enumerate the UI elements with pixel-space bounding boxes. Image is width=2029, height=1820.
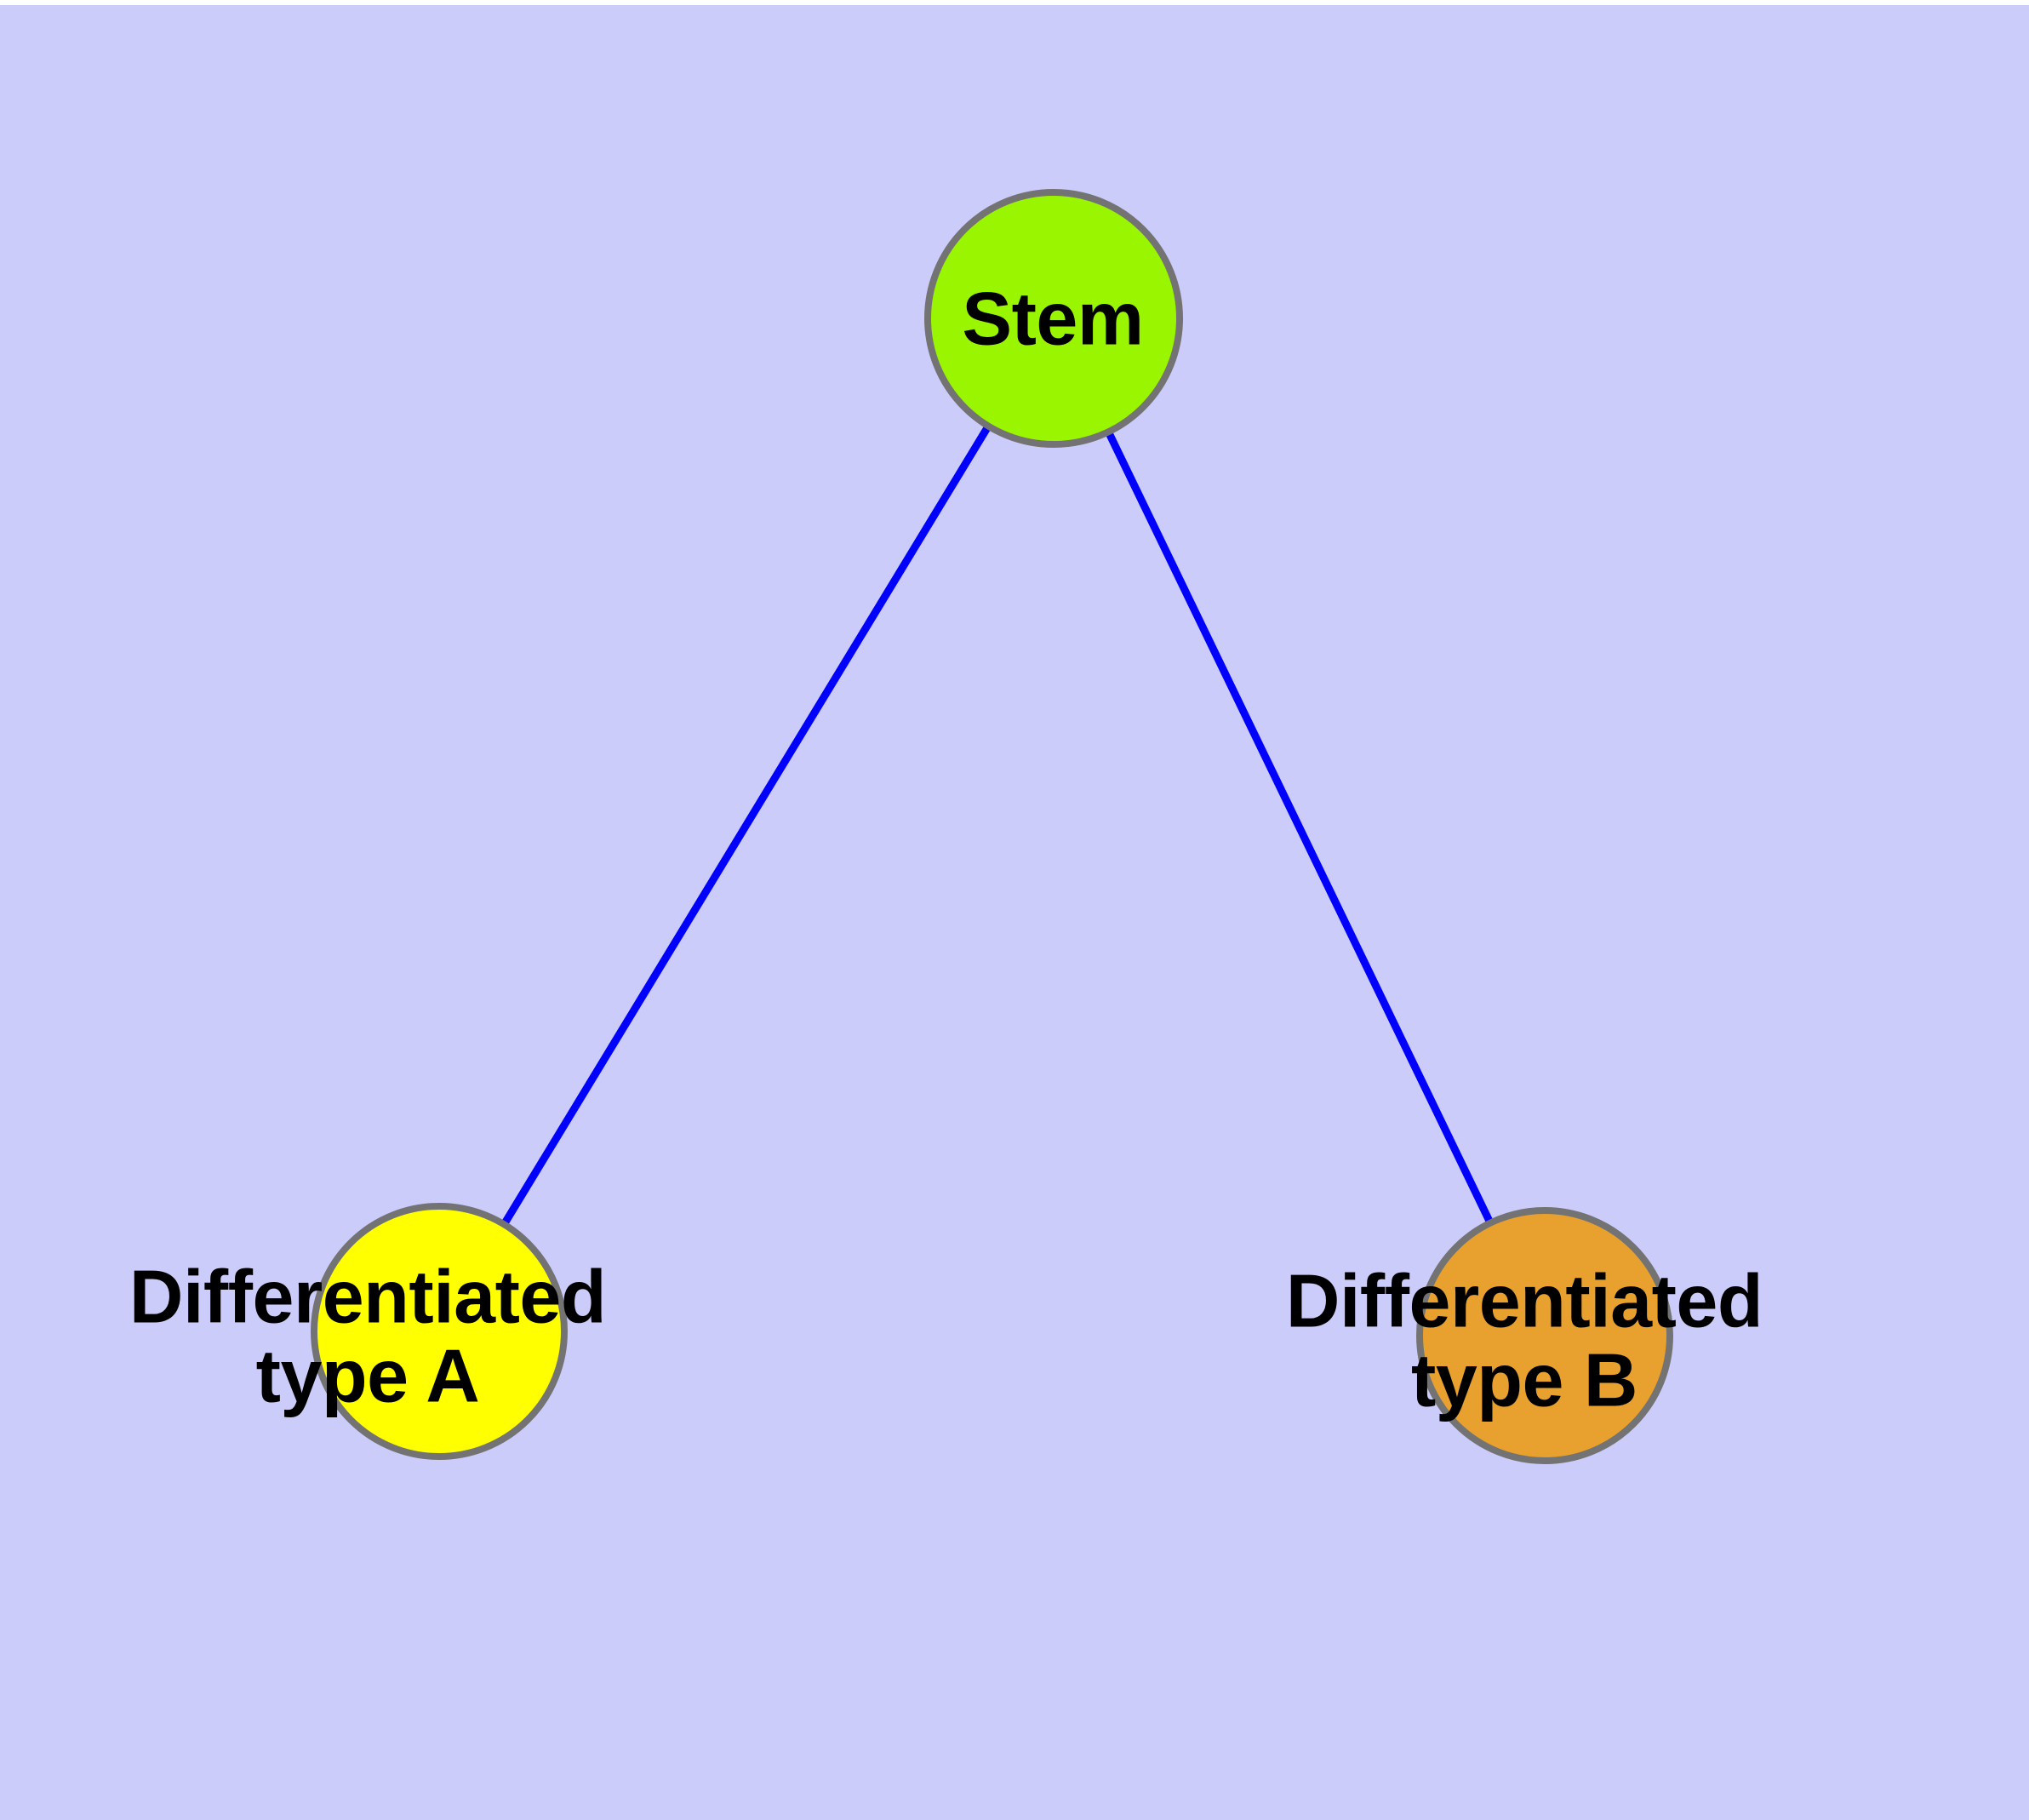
graph-node-diff_b[interactable]	[1416, 1207, 1673, 1464]
graph-node-stem[interactable]	[924, 189, 1183, 448]
graph-edge	[436, 316, 1057, 1334]
graph-node-diff_a[interactable]	[311, 1203, 568, 1460]
nodes-layer	[311, 189, 1673, 1464]
graph-edge	[1049, 317, 1549, 1337]
edges-layer	[436, 316, 1549, 1337]
